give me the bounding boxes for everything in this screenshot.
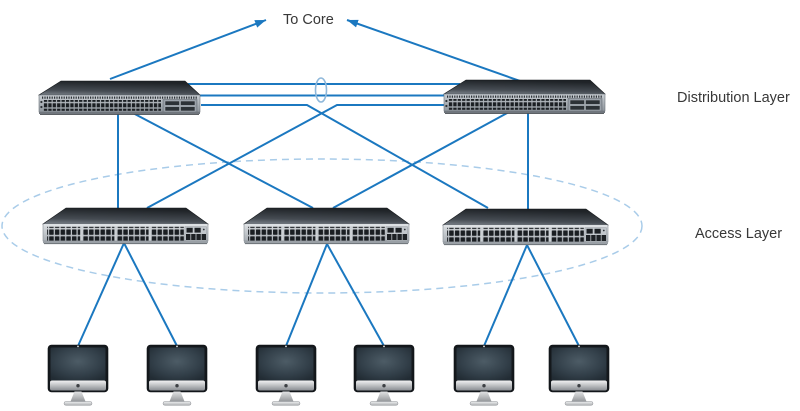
link-access3-pc6 xyxy=(526,244,580,347)
distribution-switch-1-icon xyxy=(37,79,202,117)
link-dist2-to-core-arrow xyxy=(346,19,521,82)
link-access1-pc1 xyxy=(77,242,125,347)
link-access3-pc5 xyxy=(483,244,528,347)
access-layer-label: Access Layer xyxy=(695,226,782,242)
access-switch-2-icon xyxy=(243,207,410,245)
distribution-layer-label: Distribution Layer xyxy=(677,90,790,106)
link-dist2-access2 xyxy=(332,111,510,209)
pc-4-icon xyxy=(353,344,415,406)
access-switch-1-icon xyxy=(42,207,209,245)
link-dist1-access2 xyxy=(130,111,314,209)
pc-5-icon xyxy=(453,344,515,406)
link-access1-pc2 xyxy=(123,242,178,347)
link-dist1-access3 xyxy=(201,104,489,209)
access-layer-boundary-ellipse xyxy=(1,158,643,294)
link-access2-pc3 xyxy=(285,243,328,347)
access-switch-3-icon xyxy=(442,208,609,246)
port-channel-group-ellipse xyxy=(314,77,328,103)
link-dist1-to-core-arrow xyxy=(109,19,267,80)
distribution-switch-2-icon xyxy=(442,78,607,116)
pc-1-icon xyxy=(47,344,109,406)
link-dist2-access1 xyxy=(146,104,447,209)
pc-3-icon xyxy=(255,344,317,406)
to-core-label: To Core xyxy=(283,12,334,28)
pc-2-icon xyxy=(146,344,208,406)
pc-6-icon xyxy=(548,344,610,406)
link-access2-pc4 xyxy=(326,243,385,347)
